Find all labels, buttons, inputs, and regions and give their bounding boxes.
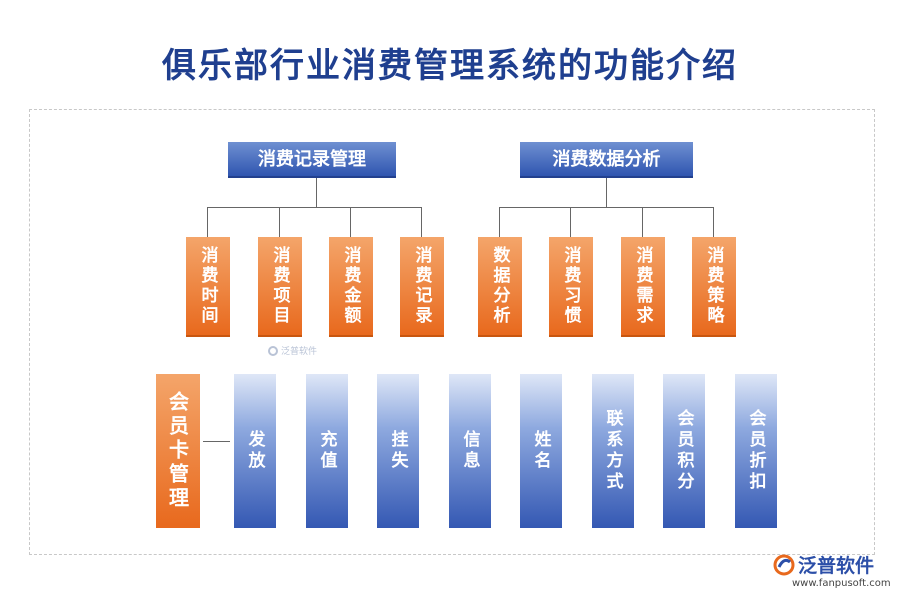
member-item-recharge: 充值 [306, 374, 348, 528]
connector-line [421, 207, 422, 237]
watermark-text: 泛普软件 [281, 347, 318, 357]
brand-logo: 泛普软件 www.fanpusoft.com [772, 551, 896, 595]
node-consumption-strategy: 消费策略 [692, 237, 736, 337]
node-consumption-record: 消费记录 [400, 237, 444, 337]
member-item-discount: 会员折扣 [735, 374, 777, 528]
connector-line [499, 207, 714, 208]
member-item-name: 姓名 [520, 374, 562, 528]
member-item-points: 会员积分 [663, 374, 705, 528]
node-data-analysis: 数据分析 [478, 237, 522, 337]
connector-line [207, 207, 422, 208]
connector-line [350, 207, 351, 237]
node-consumption-demand: 消费需求 [621, 237, 665, 337]
connector-line [499, 207, 500, 237]
watermark-logo-icon [268, 345, 278, 356]
member-item-info: 信息 [449, 374, 491, 528]
member-item-report-loss: 挂失 [377, 374, 419, 528]
node-consumption-time: 消费时间 [186, 237, 230, 337]
connector-line [713, 207, 714, 237]
consumption-analysis-header: 消费数据分析 [520, 142, 693, 178]
member-item-contact: 联系方式 [592, 374, 634, 528]
node-consumption-item: 消费项目 [258, 237, 302, 337]
connector-line [606, 178, 607, 208]
connector-line [642, 207, 643, 237]
brand-name: 泛普软件 [798, 555, 875, 577]
member-item-label: 发放 [244, 430, 265, 472]
member-item-label: 挂失 [387, 430, 408, 472]
node-consumption-habit: 消费习惯 [549, 237, 593, 337]
connector-line [570, 207, 571, 237]
member-item-label: 会员折扣 [745, 409, 766, 493]
brand-url: www.fanpusoft.com [792, 578, 891, 589]
page-title: 俱乐部行业消费管理系统的功能介绍 [162, 46, 738, 86]
connector-line [203, 441, 230, 442]
consumption-record-header: 消费记录管理 [228, 142, 396, 178]
member-item-label: 联系方式 [602, 409, 623, 493]
node-consumption-amount: 消费金额 [329, 237, 373, 337]
member-card-node: 会员卡管理 [156, 374, 200, 528]
member-item-label: 会员积分 [673, 409, 694, 493]
connector-line [207, 207, 208, 237]
member-item-label: 充值 [316, 430, 337, 472]
member-item-issue: 发放 [234, 374, 276, 528]
watermark: 泛普软件 [268, 344, 317, 357]
brand-logo-icon [773, 554, 795, 576]
member-item-label: 姓名 [530, 430, 551, 472]
member-item-label: 信息 [459, 430, 480, 472]
connector-line [316, 178, 317, 208]
connector-line [279, 207, 280, 237]
diagram-frame [29, 109, 875, 555]
